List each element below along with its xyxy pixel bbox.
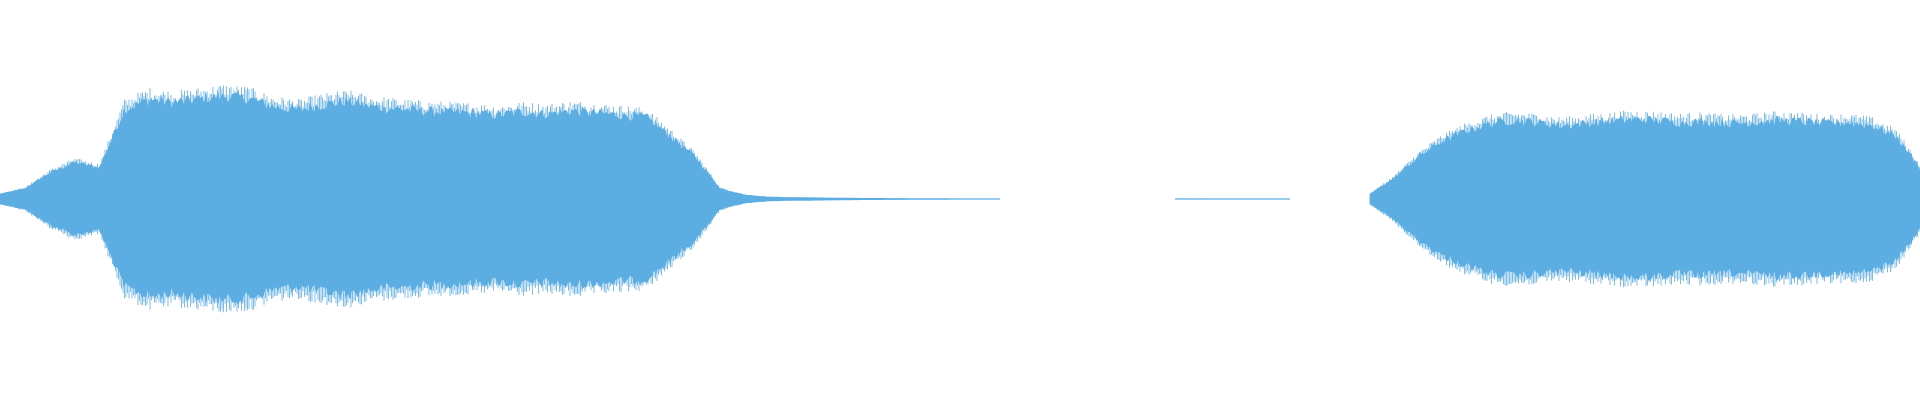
- gap-low-noise-1-spikes: [769, 196, 778, 202]
- second-clip: [1369, 110, 1920, 288]
- first-clip: [0, 85, 770, 313]
- gap-low-noise-1-body: [770, 196, 1000, 202]
- second-clip-spikes: [1369, 110, 1920, 288]
- gap-low-noise-1: [769, 196, 1000, 202]
- gap-low-noise-2: [1175, 198, 1290, 200]
- first-clip-spikes: [0, 85, 770, 313]
- gap-low-noise-2-body: [1175, 198, 1290, 200]
